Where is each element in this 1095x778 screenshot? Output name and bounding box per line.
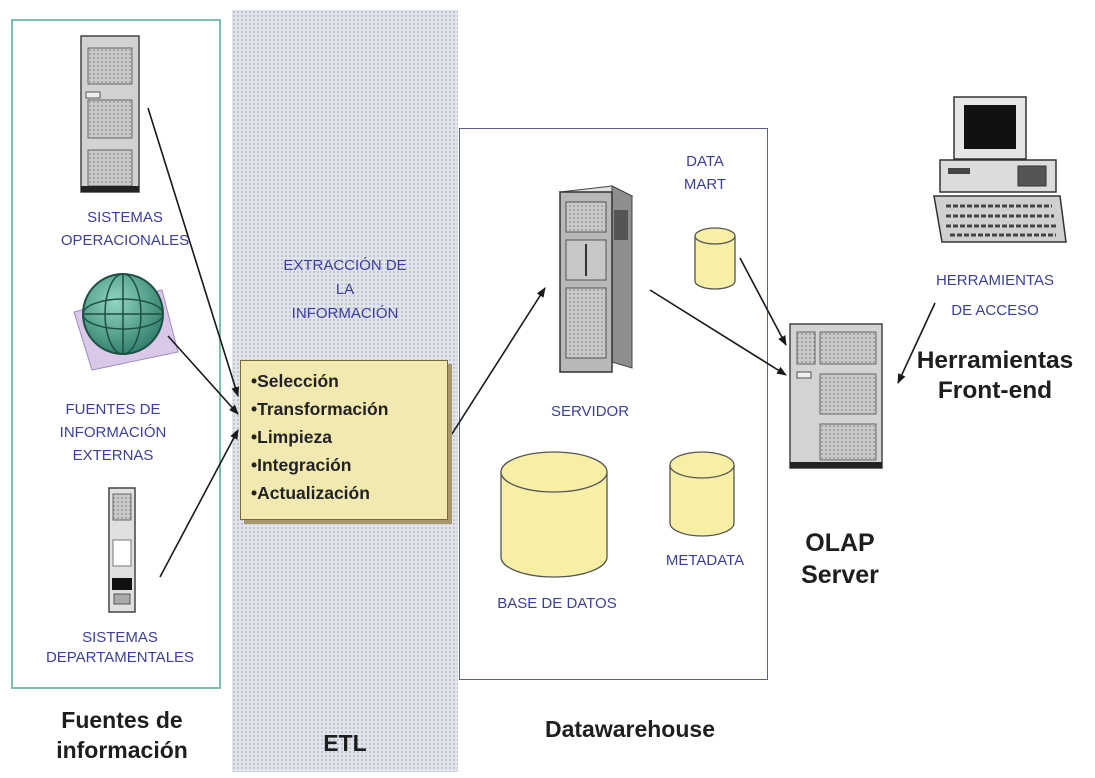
- datawarehouse-title: Datawarehouse: [544, 716, 715, 742]
- desktop-computer-icon: [933, 96, 1067, 243]
- etl-step: •Limpieza: [251, 427, 333, 447]
- etl-step: •Selección: [251, 371, 339, 391]
- etl-step: •Integración: [251, 455, 352, 475]
- access-tools-label: HERRAMIENTAS DE ACCESO: [935, 272, 1055, 319]
- data-mart-cylinder: [694, 227, 736, 290]
- operational-systems-label: SISTEMAS OPERACIONALES: [60, 209, 190, 249]
- etl-title: ETL: [323, 730, 367, 756]
- sources-title: Fuentes de información: [56, 707, 188, 763]
- extraction-label: EXTRACCIÓN DE LA INFORMACIÓN: [283, 257, 407, 322]
- etl-steps-box: •Selección •Transformación •Limpieza •In…: [240, 360, 448, 520]
- flow-arrows: [147, 107, 936, 578]
- metadata-cylinder: [669, 451, 735, 537]
- metadata-label: METADATA: [665, 552, 745, 569]
- olap-server-title: OLAP Server: [801, 529, 879, 589]
- database-cylinder: [500, 451, 608, 578]
- data-mart-label: DATA MART: [683, 153, 727, 193]
- server-label: SERVIDOR: [550, 403, 630, 420]
- olap-server-icon: [789, 323, 883, 469]
- globe-icon: [73, 273, 179, 371]
- etl-step: •Actualización: [251, 483, 370, 503]
- frontend-tools-title: Herramientas Front-end: [916, 347, 1074, 404]
- server-tower-icon: [558, 185, 634, 373]
- departmental-systems-label: SISTEMAS DEPARTAMENTALES: [45, 629, 195, 666]
- sources-panel: [11, 19, 221, 689]
- mainframe-server-icon: [80, 35, 140, 193]
- etl-step: •Transformación: [251, 399, 389, 419]
- tower-pc-icon: [108, 487, 136, 613]
- database-label: BASE DE DATOS: [497, 595, 617, 612]
- external-sources-label: FUENTES DE INFORMACIÓN EXTERNAS: [59, 401, 167, 464]
